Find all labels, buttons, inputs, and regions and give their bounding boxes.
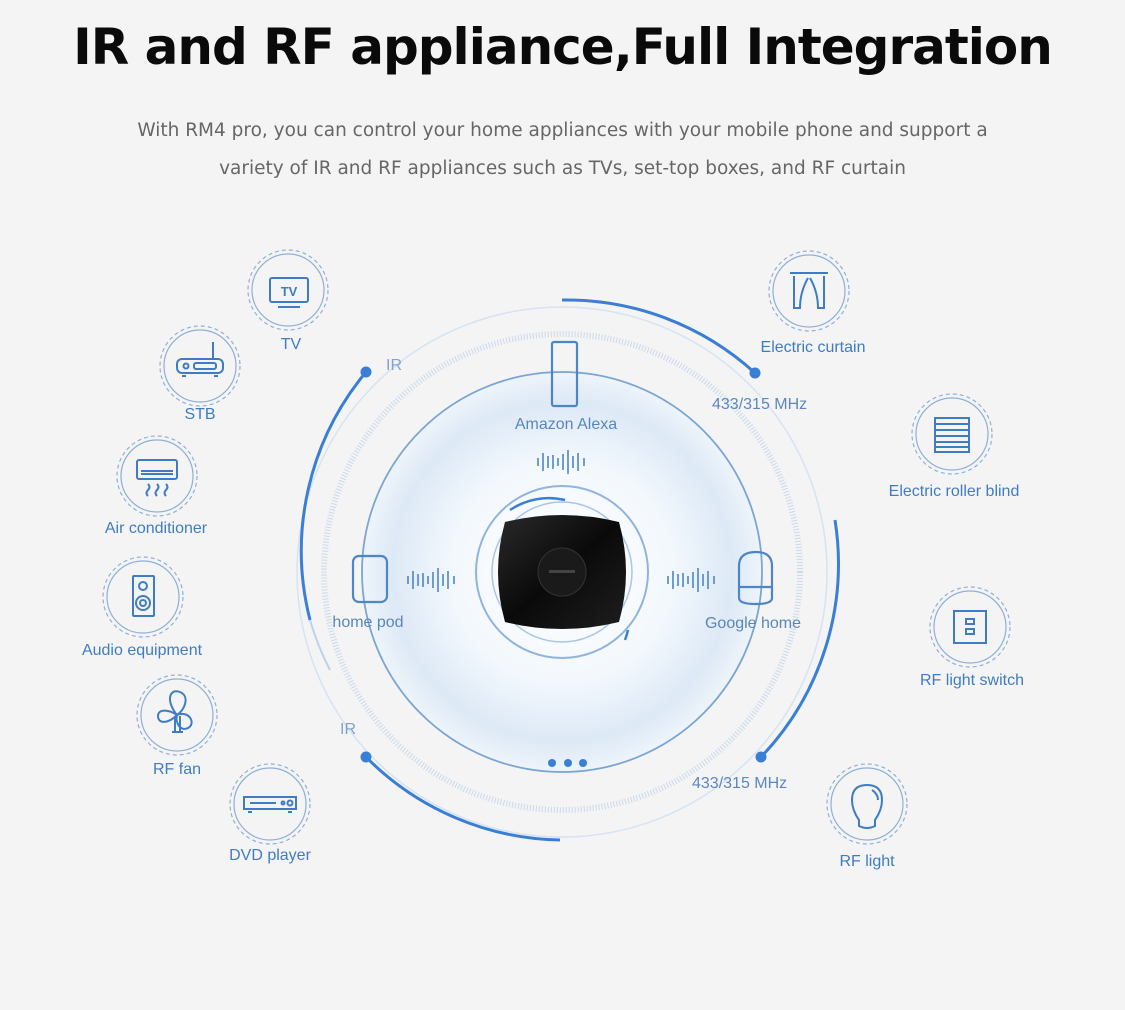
page-title: IR and RF appliance,Full Integration	[73, 18, 1053, 76]
fan-icon	[156, 690, 193, 733]
device-label-audio: Audio equipment	[81, 642, 203, 659]
google-home-icon	[737, 550, 774, 606]
air-conditioner-icon	[136, 459, 178, 497]
dvd-circle	[229, 763, 311, 845]
speaker-icon	[132, 575, 155, 617]
sound-wave-top	[537, 450, 585, 474]
device-label-light-switch: RF light switch	[919, 672, 1025, 689]
light-switch-icon	[953, 610, 987, 644]
device-label-dvd: DVD player	[229, 847, 311, 864]
tv-circle	[247, 249, 329, 331]
device-label-air-conditioner: Air conditioner	[104, 520, 208, 537]
dvd-player-icon	[243, 796, 297, 813]
device-label-light: RF light	[839, 853, 895, 870]
ir-dot-top	[360, 366, 372, 378]
ir-arc-bottom	[364, 755, 561, 842]
inner-ring	[361, 371, 763, 773]
rf-arc-top	[561, 298, 757, 375]
device-label-fan: RF fan	[152, 761, 202, 778]
set-top-box-icon	[176, 342, 224, 377]
stb-circle	[159, 325, 241, 407]
ir-label-top: IR	[386, 357, 402, 374]
rf-label-bottom: 433/315 MHz	[692, 775, 788, 792]
svg-text:TV: TV	[281, 284, 298, 299]
subtitle-line-2: variety of IR and RF appliances such as …	[219, 158, 906, 179]
device-label-stb: STB	[184, 406, 216, 423]
curtain-circle	[768, 250, 850, 332]
rf-label-top: 433/315 MHz	[712, 396, 808, 413]
light-bulb-icon	[850, 783, 884, 829]
roller-blind-icon	[934, 417, 970, 453]
homepod-icon	[351, 554, 389, 604]
page-subtitle: With RM4 pro, you can control your home …	[80, 112, 1045, 188]
device-label-curtain: Electric curtain	[760, 339, 866, 356]
tick-ring	[321, 331, 803, 813]
homepod-label: home pod	[332, 614, 404, 631]
rf-dot-bottom	[755, 751, 767, 763]
sound-wave-right	[667, 568, 715, 592]
outer-ring	[296, 306, 828, 838]
rf-dot-top	[749, 367, 761, 379]
alexa-speaker-icon	[550, 340, 579, 408]
device-label-tv: TV	[280, 336, 302, 353]
curtain-icon	[790, 272, 828, 309]
hub-ring-outer	[475, 485, 649, 659]
tv-icon: TV	[269, 277, 309, 308]
subtitle-line-1: With RM4 pro, you can control your home …	[137, 120, 988, 141]
switch-circle	[929, 586, 1011, 668]
device-label-roller-blind: Electric roller blind	[888, 483, 1020, 500]
google-home-label: Google home	[704, 615, 802, 632]
ac-circle	[116, 435, 198, 517]
ir-label-bottom: IR	[340, 721, 356, 738]
light-circle	[826, 763, 908, 845]
fan-circle	[136, 674, 218, 756]
rf-arc-bottom	[759, 519, 840, 759]
ir-dot-bottom	[360, 751, 372, 763]
sound-wave-left	[407, 568, 455, 592]
rm4-pro-hub-icon	[498, 515, 626, 629]
ir-arc-top	[299, 371, 368, 621]
audio-circle	[102, 556, 184, 638]
alexa-label: Amazon Alexa	[514, 416, 618, 433]
more-dots-icon	[548, 759, 587, 767]
blind-circle	[911, 393, 993, 475]
